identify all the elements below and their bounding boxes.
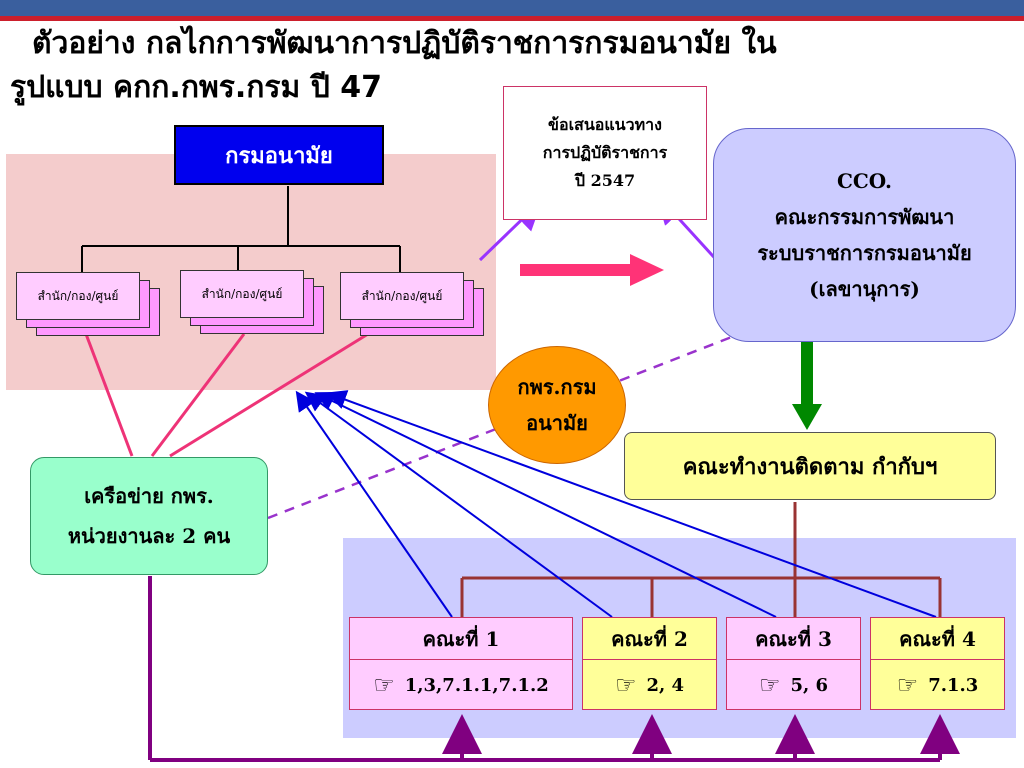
pointing-hand-icon: ☞: [758, 671, 781, 699]
cco-to-monitor-arrow: [792, 342, 822, 430]
cco-line: ระบบราชการกรมอนามัย: [757, 241, 972, 265]
org-tree-lines: [81, 186, 401, 272]
unit-label: สำนัก/กอง/ศูนย์: [361, 288, 443, 303]
committee-to-org-arrows: [295, 390, 937, 618]
department-label: กรมอนามัย: [225, 142, 333, 169]
cco-line: คณะกรรมการพัฒนา: [774, 205, 955, 229]
network-to-committees-feedback: [148, 576, 960, 762]
opdc-line: อนามัย: [526, 411, 588, 435]
committee-box-1: คณะที่ 1 ☞ 1,3,7.1.1,7.1.2: [349, 617, 573, 710]
committee-items: 2, 4: [646, 674, 685, 696]
pointing-hand-icon: ☞: [896, 671, 919, 699]
committee-box-2: คณะที่ 2 ☞ 2, 4: [582, 617, 717, 710]
title-line-2: รูปแบบ คกก.กพร.กรม ปี 47: [10, 70, 382, 105]
network-box: เครือข่าย กพร. หน่วยงานละ 2 คน: [30, 457, 268, 575]
unit-label: สำนัก/กอง/ศูนย์: [201, 286, 283, 301]
network-line: หน่วยงานละ 2 คน: [67, 524, 231, 548]
proposal-line: การปฏิบัติราชการ: [542, 143, 668, 162]
committee-items: 1,3,7.1.1,7.1.2: [404, 674, 549, 696]
committee-name: คณะที่ 1: [350, 618, 572, 660]
org-to-cco-arrow: [520, 254, 664, 286]
cco-line: (เลขานุการ): [809, 277, 920, 301]
opdc-line: กพร.กรม: [517, 375, 597, 399]
unit-box-2: สำนัก/กอง/ศูนย์: [180, 270, 304, 318]
pointing-hand-icon: ☞: [373, 671, 395, 699]
opdc-oval: กพร.กรม อนามัย: [488, 346, 626, 464]
title-line-1: ตัวอย่าง กลไกการพัฒนาการปฏิบัติราชการกรม…: [32, 26, 777, 61]
monitoring-team-box: คณะทำงานติดตาม กำกับฯ: [624, 432, 996, 500]
monitor-to-committees-bracket: [460, 502, 942, 617]
network-line: เครือข่าย กพร.: [84, 484, 214, 508]
top-bar: [0, 0, 1024, 16]
top-accent-line: [0, 16, 1024, 21]
department-box: กรมอนามัย: [174, 125, 384, 185]
unit-label: สำนัก/กอง/ศูนย์: [37, 288, 119, 303]
proposal-line: ข้อเสนอแนวทาง: [548, 115, 662, 134]
committee-name: คณะที่ 4: [871, 618, 1004, 660]
cco-line: CCO.: [836, 169, 893, 193]
unit-box-3: สำนัก/กอง/ศูนย์: [340, 272, 464, 320]
committee-name: คณะที่ 3: [727, 618, 860, 660]
slide-title: ตัวอย่าง กลไกการพัฒนาการปฏิบัติราชการกรม…: [10, 22, 1010, 110]
committee-box-3: คณะที่ 3 ☞ 5, 6: [726, 617, 861, 710]
unit-box-1: สำนัก/กอง/ศูนย์: [16, 272, 140, 320]
cco-committee-box: CCO. คณะกรรมการพัฒนา ระบบราชการกรมอนามัย…: [713, 128, 1016, 342]
pointing-hand-icon: ☞: [614, 671, 637, 699]
committee-box-4: คณะที่ 4 ☞ 7.1.3: [870, 617, 1005, 710]
monitoring-team-label: คณะทำงานติดตาม กำกับฯ: [682, 453, 938, 480]
unit-to-network-lines: [84, 332, 369, 458]
committee-items: 7.1.3: [928, 674, 979, 696]
proposal-line: ปี 2547: [574, 171, 636, 190]
committee-items: 5, 6: [790, 674, 829, 696]
proposal-box: ข้อเสนอแนวทาง การปฏิบัติราชการ ปี 2547: [503, 86, 707, 220]
committee-name: คณะที่ 2: [583, 618, 716, 660]
